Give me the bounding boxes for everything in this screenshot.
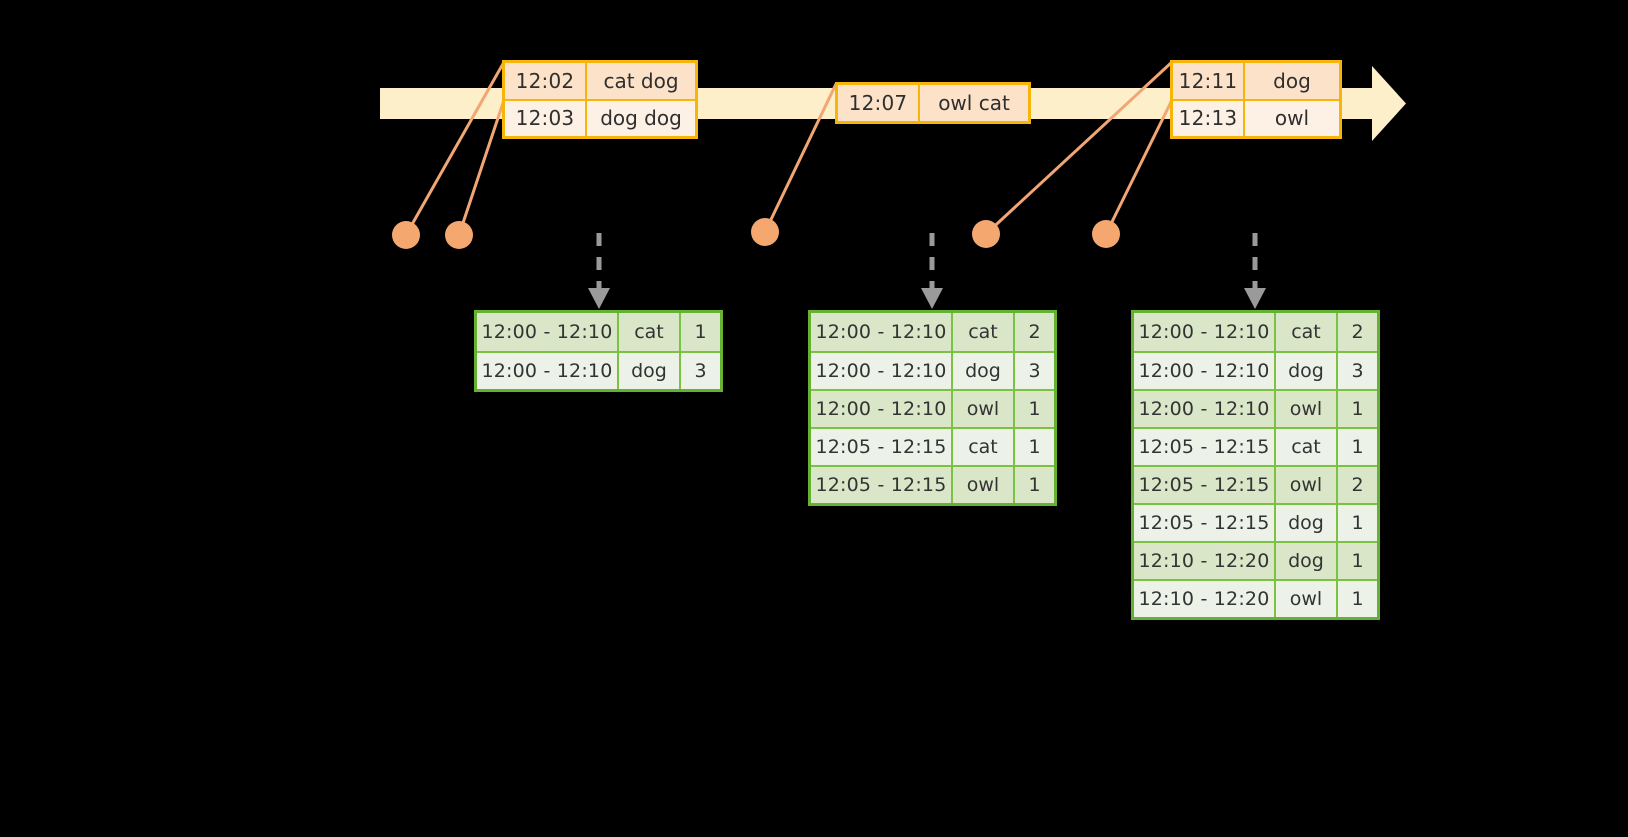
window-cell: 12:00 - 12:10 [1134,391,1276,427]
key-cell: owl [953,391,1015,427]
connector-dots [392,218,1120,249]
window-cell: 12:00 - 12:10 [477,353,619,389]
window-cell: 12:00 - 12:10 [811,353,953,389]
count-cell: 3 [694,360,707,382]
count-cell: 1 [1028,398,1041,420]
event-time: 12:03 [505,100,587,136]
window-cell: 12:05 - 12:15 [811,429,953,465]
key-cell: dog [1276,543,1338,579]
count-cell: 2 [1028,321,1041,343]
key-cell: cat [619,313,681,351]
event-box-1[interactable]: 12:02 cat dog 12:03 dog dog [502,60,698,139]
event-payload: owl cat [938,91,1010,115]
connector-line-2 [457,98,506,237]
connector-line-3 [763,82,838,234]
count-cell: 1 [1351,588,1364,610]
window-cell: 12:05 - 12:15 [1134,505,1276,541]
key-cell: owl [953,467,1015,503]
count-cell: 1 [1351,436,1364,458]
connector-dot-3 [751,218,779,246]
window-cell: 12:00 - 12:10 [1134,313,1276,351]
window-cell: 12:00 - 12:10 [477,313,619,351]
window-cell: 12:05 - 12:15 [811,467,953,503]
connector-line-5 [1104,98,1174,236]
event-time: 12:02 [505,63,587,99]
emit-arrowhead-icon-2 [921,288,943,309]
window-cell: 12:00 - 12:10 [1134,353,1276,389]
event-row[interactable]: 12:03 dog dog [505,98,695,136]
count-cell: 1 [694,321,707,343]
count-cell: 3 [1028,360,1041,382]
count-cell: 2 [1351,474,1364,496]
emit-arrowhead-icon-1 [588,288,610,309]
event-payload: dog [1273,68,1311,93]
key-cell: dog [953,353,1015,389]
count-cell: 1 [1351,512,1364,534]
connector-dot-5 [1092,220,1120,248]
key-cell: cat [953,313,1015,351]
timeline-arrowhead-icon [1372,66,1406,141]
event-box-2[interactable]: 12:07 owl cat [835,82,1031,124]
event-row[interactable]: 12:02 cat dog [505,63,695,99]
key-cell: cat [1276,313,1338,351]
event-payload: owl [1274,106,1310,131]
count-cell: 1 [1028,474,1041,496]
key-cell: owl [1276,391,1338,427]
event-payload: cat dog [603,68,679,93]
key-cell: owl [1276,581,1338,617]
event-time: 12:11 [1173,63,1245,99]
connector-dot-4 [972,220,1000,248]
emit-arrowhead-icon-3 [1244,288,1266,309]
window-cell: 12:10 - 12:20 [1134,543,1276,579]
count-cell: 2 [1351,321,1364,343]
emit-arrows [596,233,1258,290]
event-row[interactable]: 12:13 owl [1173,98,1339,136]
key-cell: owl [1276,467,1338,503]
key-cell: dog [1276,505,1338,541]
event-row[interactable]: 12:07 owl cat [838,85,1028,121]
count-cell: 3 [1351,360,1364,382]
window-cell: 12:05 - 12:15 [1134,429,1276,465]
count-cell: 1 [1351,550,1364,572]
count-cell: 1 [1028,436,1041,458]
event-row[interactable]: 12:11 dog [1173,63,1339,99]
connector-dot-1 [392,221,420,249]
connector-dot-2 [445,221,473,249]
window-cell: 12:00 - 12:10 [811,391,953,427]
emit-arrowheads [588,288,1266,309]
event-box-3[interactable]: 12:11 dog 12:13 owl [1170,60,1342,139]
count-cell: 1 [1351,398,1364,420]
key-cell: cat [1276,429,1338,465]
event-time: 12:13 [1173,100,1245,136]
key-cell: dog [1276,353,1338,389]
event-payload: dog dog [600,106,682,131]
key-cell: dog [619,353,681,389]
connector-line-1 [404,60,506,237]
window-cell: 12:10 - 12:20 [1134,581,1276,617]
key-cell: cat [953,429,1015,465]
window-cell: 12:00 - 12:10 [811,313,953,351]
window-cell: 12:05 - 12:15 [1134,467,1276,503]
event-time: 12:07 [838,85,920,121]
